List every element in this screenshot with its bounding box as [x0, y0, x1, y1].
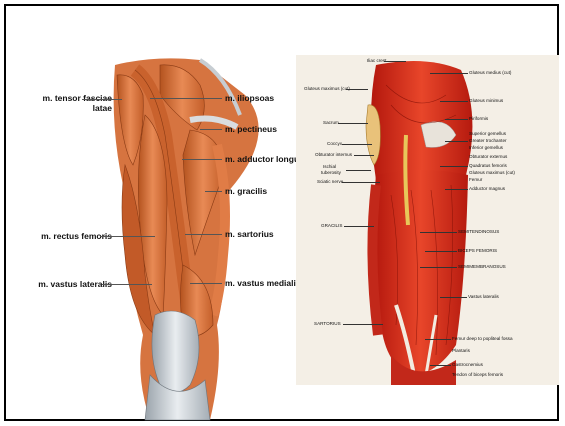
label-inferior-gemellus: Inferior gemellus [469, 145, 503, 150]
leader-line [344, 226, 374, 227]
label-femur-deep-popliteal: Femur deep to popliteal fossa [452, 336, 513, 341]
label-greater-trochanter: Greater trochanter [469, 138, 507, 143]
label-adductor-longus: m. adductor longus [225, 154, 304, 164]
leader-line [200, 129, 222, 130]
label-ischial: Ischial [323, 164, 336, 169]
label-gluteus-medius-cut: Gluteus medius (cut) [469, 70, 511, 75]
label-piriformis: Piriformis [469, 116, 488, 121]
leader-line [190, 283, 222, 284]
leader-line [346, 170, 371, 171]
label-sartorius: m. sartorius [225, 229, 274, 239]
leader-line [185, 234, 222, 235]
label-femur: Femur [469, 177, 482, 182]
label-semitendinosus: SEMITENDINOSUS [458, 229, 499, 234]
label-obturator-internus: Obturator internus [315, 152, 352, 157]
label-gluteus-maximus-cut-left: Gluteus maximus (cut) [304, 86, 350, 91]
leader-line [440, 166, 468, 167]
label-gracilis-posterior: GRACILIS [321, 223, 342, 228]
leader-line [440, 101, 468, 102]
leader-line [102, 284, 152, 285]
leader-line [425, 251, 457, 252]
label-tendon-biceps-femoris: Tendon of biceps femoris [452, 372, 503, 377]
label-gluteus-maximus-cut-right: Gluteus maximus (cut) [469, 170, 515, 175]
label-sartorius-posterior: SARTORIUS [314, 321, 341, 326]
label-quadratus-femoris: Quadratus femoris [469, 163, 507, 168]
leader-line [430, 73, 468, 74]
label-tensor-fasciae-latae: m. tensor fasciae latae [10, 93, 112, 113]
leader-line [445, 119, 468, 120]
leader-line [346, 89, 368, 90]
leader-line [150, 98, 222, 99]
anterior-thigh-illustration [105, 55, 300, 425]
leader-line [100, 236, 155, 237]
leader-line [82, 99, 122, 100]
label-tuberosity: tuberosity [321, 170, 341, 175]
leader-line [425, 339, 451, 340]
label-gracilis: m. gracilis [225, 186, 267, 196]
posterior-thigh-illustration [296, 55, 559, 385]
leader-line [182, 159, 222, 160]
label-vastus-lateralis-posterior: Vastus lateralis [468, 294, 499, 299]
leader-line [440, 297, 467, 298]
leader-line [445, 141, 468, 142]
label-plantaris: Plantaris [452, 348, 470, 353]
leader-line [430, 365, 451, 366]
label-sacrum: Sacrum [323, 120, 339, 125]
leader-line [384, 61, 406, 62]
leader-line [338, 123, 368, 124]
label-coccyx: Coccyx [327, 141, 342, 146]
label-biceps-femoris: BICEPS FEMORIS [458, 248, 497, 253]
label-rectus-femoris: m. rectus femoris [10, 231, 112, 241]
leader-line [342, 144, 372, 145]
label-vastus-lateralis: m. vastus lateralis [10, 279, 112, 289]
label-gluteus-minimus: Gluteus minimus [469, 98, 503, 103]
leader-line [343, 324, 383, 325]
label-pectineus: m. pectineus [225, 124, 277, 134]
label-superior-gemellus: Superior gemellus [469, 131, 506, 136]
leader-line [205, 191, 222, 192]
label-vastus-medialis: m. vastus medialis [225, 278, 301, 288]
label-sciatic-nerve: Sciatic nerve [317, 179, 343, 184]
leader-line [342, 182, 380, 183]
label-obturator-externus: Obturator externus [469, 154, 507, 159]
leader-line [420, 267, 457, 268]
label-semimembranosus: SEMIMEMBRANOSUS [458, 264, 506, 269]
leader-line [420, 232, 457, 233]
label-iliopsoas: m. iliopsoas [225, 93, 274, 103]
label-gastrocnemius: Gastrocnemius [452, 362, 483, 367]
leader-line [354, 155, 374, 156]
label-adductor-magnus: Adductor magnus [469, 186, 505, 191]
leader-line [445, 189, 468, 190]
